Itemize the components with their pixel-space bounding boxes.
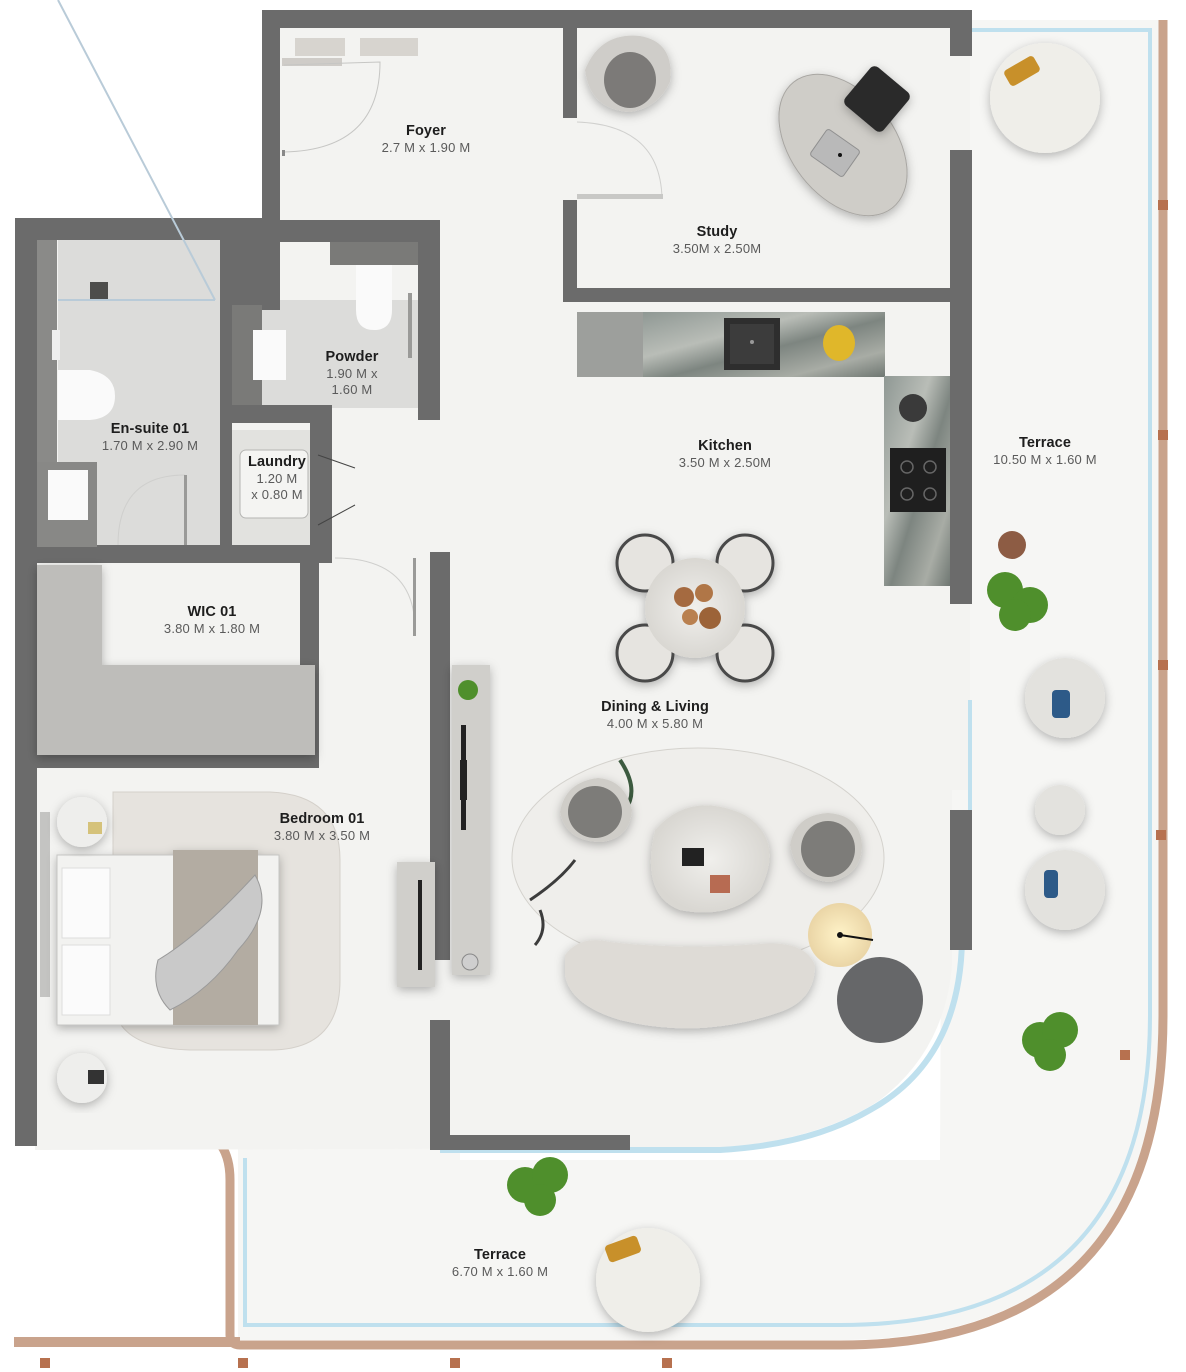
room-name: Dining & Living	[601, 699, 709, 715]
room-dimensions: 6.70 M x 1.60 M	[451, 1264, 549, 1280]
room-name: Kitchen	[698, 438, 752, 454]
dining-set	[615, 533, 775, 683]
room-dimensions: 1.70 M x 2.90 M	[101, 438, 199, 454]
room-name: En-suite 01	[110, 421, 190, 437]
room-label-bedroom: Bedroom 01 3.80 M x 3.50 M	[274, 810, 370, 844]
room-label-wic: WIC 01 3.80 M x 1.80 M	[164, 603, 260, 637]
room-name: Terrace	[473, 1247, 527, 1263]
room-dimensions-line2: x 0.80 M	[251, 487, 303, 503]
throw-blanket	[155, 874, 263, 1011]
room-dimensions: 2.7 M x 1.90 M	[381, 140, 471, 156]
room-label-laundry: Laundry 1.20 M x 0.80 M	[248, 453, 306, 504]
terrace-furniture	[507, 43, 1105, 1332]
foyer-furniture	[282, 38, 418, 156]
fruit-bowl-icon	[823, 325, 855, 361]
room-label-foyer: Foyer 2.7 M x 1.90 M	[382, 122, 471, 156]
side-table	[837, 957, 923, 1043]
room-label-kitchen: Kitchen 3.50 M x 2.50M	[679, 437, 771, 471]
room-dimensions: 4.00 M x 5.80 M	[606, 716, 704, 732]
bath-fixtures	[37, 0, 418, 547]
room-name: Study	[696, 224, 738, 240]
washer-icon	[239, 449, 309, 519]
tv-console	[397, 665, 490, 987]
office-chair	[844, 66, 910, 132]
room-name: Laundry	[248, 454, 306, 470]
powder-floor	[260, 300, 420, 408]
basin-icon	[48, 470, 88, 520]
room-name: Foyer	[406, 123, 446, 139]
tray-icon	[682, 848, 704, 866]
room-label-terrace-south: Terrace 6.70 M x 1.60 M	[452, 1246, 548, 1280]
room-dimensions: 3.80 M x 3.50 M	[273, 828, 371, 844]
living-set	[511, 747, 923, 1043]
room-dimensions: 3.50 M x 2.50M	[678, 455, 772, 471]
room-label-terrace-east: Terrace 10.50 M x 1.60 M	[993, 434, 1097, 468]
wic-shelving	[37, 565, 315, 755]
room-name: Bedroom 01	[279, 811, 365, 827]
basin-icon	[253, 330, 286, 380]
armchair	[585, 35, 671, 112]
room-name: Terrace	[1018, 435, 1072, 451]
cooktop-icon	[890, 448, 946, 512]
room-label-study: Study 3.50M x 2.50M	[673, 223, 762, 257]
room-label-powder: Powder 1.90 M x 1.60 M	[326, 348, 379, 399]
room-dimensions: 1.20 M	[256, 471, 298, 487]
bedroom-furniture	[40, 791, 341, 1103]
plant-icon	[507, 572, 1078, 1216]
room-name: WIC 01	[187, 604, 237, 620]
room-dimensions-line2: 1.60 M	[331, 382, 373, 398]
room-dimensions: 3.80 M x 1.80 M	[163, 621, 261, 637]
walls	[15, 10, 972, 1150]
room-dimensions: 3.50M x 2.50M	[672, 241, 762, 257]
room-dimensions: 1.90 M x	[326, 366, 378, 382]
toilet-icon	[58, 370, 115, 420]
laptop-icon	[810, 129, 860, 177]
kitchen-furniture	[577, 312, 950, 586]
room-label-ensuite: En-suite 01 1.70 M x 2.90 M	[102, 420, 198, 454]
toilet-icon	[356, 265, 392, 330]
room-label-dining-living: Dining & Living 4.00 M x 5.80 M	[601, 698, 709, 732]
study-furniture	[576, 35, 910, 217]
room-dimensions: 10.50 M x 1.60 M	[993, 452, 1097, 468]
shower-icon	[90, 282, 108, 300]
room-name: Powder	[325, 349, 379, 365]
